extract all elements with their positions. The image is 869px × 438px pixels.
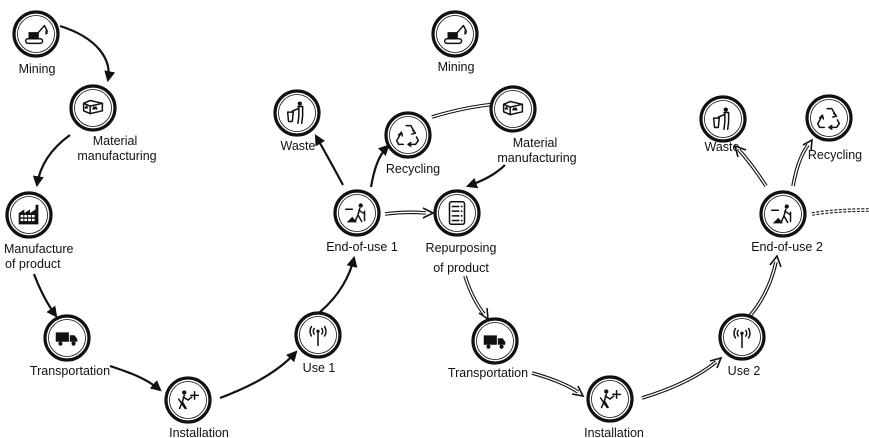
label-recycling-1: Recycling <box>386 162 440 176</box>
arrow-manufacture-to-transport-1 <box>32 273 58 318</box>
label-repurposing-line1: Repurposing <box>426 241 497 255</box>
label-transportation-2: Transportation <box>448 366 528 380</box>
arrow-transport-to-installation-1 <box>109 364 162 392</box>
arrow-endofuse1-to-repurposing <box>384 207 435 219</box>
label-material-2-line2: manufacturing <box>497 151 576 165</box>
label-repurposing-line2: of product <box>433 261 489 275</box>
label-manufacture-1-line2: of product <box>5 257 61 271</box>
label-mining-2: Mining <box>438 60 475 74</box>
cycle1-arrows <box>32 24 390 400</box>
label-waste-1: Waste <box>281 139 316 153</box>
label-transportation-1: Transportation <box>30 364 110 378</box>
arrow-material-to-manufacture-1 <box>32 134 71 188</box>
node-endofuse-2: End-of-use 2 <box>751 190 823 254</box>
label-material-1-line2: manufacturing <box>77 149 156 163</box>
arrow-endofuse2-to-recycling-2 <box>791 138 813 187</box>
node-transportation-1: Transportation <box>30 314 110 378</box>
node-manufacture-1: Manufacture of product <box>4 191 74 271</box>
arrow-endofuse-to-waste-1 <box>314 134 344 186</box>
label-recycling-2: Recycling <box>808 148 862 162</box>
arrow-use2-to-endofuse-2 <box>746 254 782 320</box>
label-material-1-line1: Material <box>93 134 137 148</box>
node-waste-2: Waste <box>699 95 747 154</box>
arrow-endofuse2-to-waste-2 <box>733 144 768 187</box>
label-mining-1: Mining <box>19 62 56 76</box>
arrow-use-to-endofuse-1 <box>319 255 358 313</box>
label-endofuse-1: End-of-use 1 <box>326 240 398 254</box>
node-recycling-1: Recycling <box>384 111 440 176</box>
arrow-mining-to-material-1 <box>59 24 116 83</box>
node-mining-2: Mining <box>431 10 479 74</box>
arrow-material2-to-repurposing <box>465 164 506 189</box>
label-use-1: Use 1 <box>303 361 336 375</box>
arrow-repurposing-to-transport-2 <box>463 275 489 321</box>
label-material-2-line1: Material <box>513 136 557 150</box>
node-use-1: Use 1 <box>294 311 342 375</box>
node-material-1: Material manufacturing <box>69 84 157 163</box>
node-repurposing: Repurposing of product <box>426 189 497 275</box>
node-endofuse-1: End-of-use 1 <box>326 189 398 254</box>
label-use-2: Use 2 <box>728 364 761 378</box>
node-mining-1: Mining <box>12 10 60 76</box>
node-waste-1: Waste <box>273 89 321 153</box>
node-transportation-2: Transportation <box>448 317 528 380</box>
arrow-transport2-to-installation-2 <box>531 371 585 398</box>
arrow-endofuse-to-recycling-1 <box>369 144 390 188</box>
node-installation-2: Installation <box>584 375 644 438</box>
label-manufacture-1-line1: Manufacture <box>4 242 74 256</box>
label-waste-2: Waste <box>705 140 740 154</box>
arrow-installation-to-use-1 <box>219 350 298 400</box>
node-use-2: Use 2 <box>718 313 766 378</box>
node-material-2: Material manufacturing <box>489 85 577 165</box>
arrow-installation2-to-use-2 <box>641 356 723 400</box>
label-installation-1: Installation <box>169 426 229 438</box>
label-endofuse-2: End-of-use 2 <box>751 240 823 254</box>
node-installation-1: Installation <box>164 376 229 438</box>
node-recycling-2: Recycling <box>805 94 862 162</box>
label-installation-2: Installation <box>584 426 644 438</box>
arrow-endofuse2-continuation <box>811 208 869 216</box>
cycle2-arrows <box>384 98 869 400</box>
